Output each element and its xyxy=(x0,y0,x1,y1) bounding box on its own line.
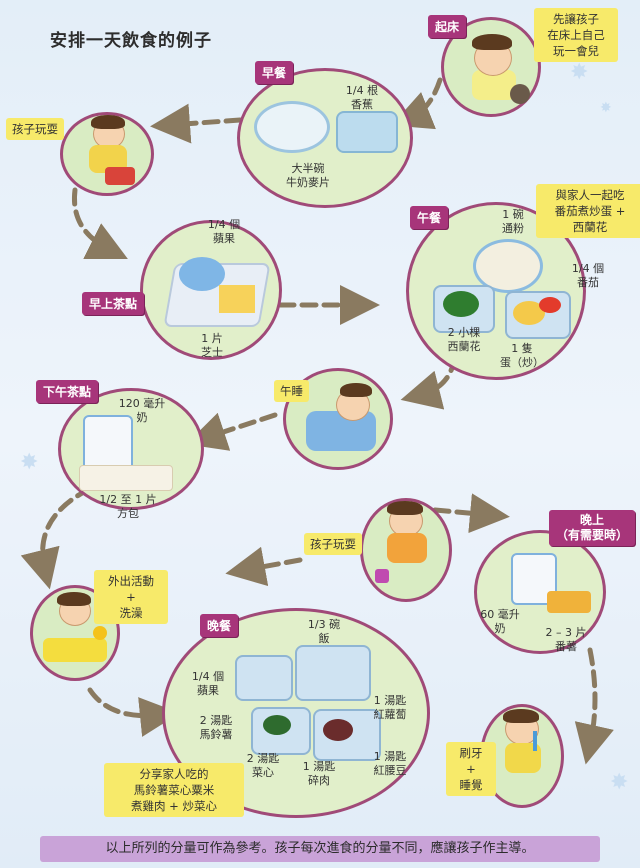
dinner-tag: 晚餐 xyxy=(200,614,239,637)
morning-snack-tag: 早上茶點 xyxy=(82,292,145,315)
child-hair xyxy=(503,709,539,723)
banana-plate xyxy=(336,111,398,153)
teddy-bear-icon xyxy=(510,84,530,104)
star-decoration: ✸ xyxy=(610,770,629,795)
rubber-duck-icon xyxy=(93,626,107,640)
bathtub-shape xyxy=(43,638,107,662)
footer-note: 以上所列的分量可作為參考。孩子每次進食的分量不同，應讓孩子作主導。 xyxy=(40,836,600,862)
bread-slice xyxy=(79,465,173,491)
bedtime-note: 刷牙 + 睡覺 xyxy=(446,742,496,796)
star-decoration: ✸ xyxy=(20,450,39,475)
banana-label: 1/4 根 香蕉 xyxy=(345,84,379,111)
child-hair xyxy=(472,34,512,50)
play-circle-2 xyxy=(360,498,452,602)
wake-up-note: 先讓孩子 在床上自己 玩一會兒 xyxy=(534,8,618,62)
lunch-note: 與家人一起吃 番茄煮炒蛋 + 西蘭花 xyxy=(536,184,640,238)
carrot-label: 1 湯匙 紅蘿蔔 xyxy=(373,694,407,721)
child-hair xyxy=(340,383,372,397)
toothbrush-icon xyxy=(533,731,537,751)
bread-label: 1/2 至 1 片 方包 xyxy=(99,493,157,520)
dinner-circle xyxy=(162,608,430,818)
milk-cup xyxy=(83,415,133,471)
minced-meat-label: 1 湯匙 碎肉 xyxy=(302,760,336,787)
page-title: 安排一天飲食的例子 xyxy=(50,31,212,51)
dinner-apple-label: 1/4 個 蘋果 xyxy=(191,670,225,697)
sweet-potato-label: 2 – 3 片 番薯 xyxy=(545,626,587,653)
child-hair xyxy=(91,115,125,129)
cereal-bowl xyxy=(254,101,330,153)
sweet-potato-slices xyxy=(547,591,591,613)
star-decoration: ✸ xyxy=(600,100,612,116)
blanket-shape xyxy=(306,411,376,451)
apple-bowl xyxy=(179,257,225,291)
kidney-bean-label: 1 湯匙 紅腰豆 xyxy=(373,750,407,777)
broccoli-label: 2 小棵 西蘭花 xyxy=(447,326,481,353)
outdoor-note: 外出活動 + 洗澡 xyxy=(94,570,168,624)
broccoli-icon xyxy=(443,291,479,317)
play-note-1: 孩子玩耍 xyxy=(6,118,64,140)
choy-sum-icon xyxy=(263,715,291,735)
morning-snack-circle xyxy=(140,220,282,360)
apple-plate xyxy=(235,655,293,701)
lunch-tag: 午餐 xyxy=(410,206,449,229)
wake-up-tag: 起床 xyxy=(428,15,467,38)
evening-snack-circle xyxy=(474,530,606,654)
tomato-label: 1/4 個 番茄 xyxy=(571,262,605,289)
dinner-note: 分享家人吃的 馬鈴薯菜心粟米 煮雞肉 + 炒菜心 xyxy=(104,763,244,817)
cheese-slice xyxy=(219,285,255,313)
choy-sum-label: 2 湯匙 菜心 xyxy=(246,752,280,779)
potato-label: 2 湯匙 馬鈴薯 xyxy=(199,714,233,741)
rice-label: 1/3 碗 飯 xyxy=(307,618,341,645)
milk-label-60: 60 毫升 奶 xyxy=(480,608,520,635)
egg-label: 1 隻 蛋（炒） xyxy=(500,342,544,369)
cereal-label: 大半碗 牛奶麥片 xyxy=(286,162,330,189)
toy-block-icon xyxy=(375,569,389,583)
evening-tag: 晚上 （有需要時） xyxy=(549,510,636,546)
child-hair xyxy=(57,592,91,606)
child-shirt xyxy=(387,533,427,563)
play-note-2: 孩子玩耍 xyxy=(304,533,362,555)
milk-label-120: 120 毫升 奶 xyxy=(118,397,166,424)
apple-label: 1/4 個 蘋果 xyxy=(207,218,241,245)
kidney-bean-icon xyxy=(323,719,353,741)
tomato-icon xyxy=(539,297,561,313)
pasta-label: 1 碗 通粉 xyxy=(502,208,524,235)
toy-car-icon xyxy=(105,167,135,185)
breakfast-circle xyxy=(237,68,413,208)
afternoon-snack-tag: 下午茶點 xyxy=(36,380,99,403)
breakfast-tag: 早餐 xyxy=(255,61,294,84)
cheese-label: 1 片 芝士 xyxy=(201,332,223,359)
afternoon-snack-circle xyxy=(58,388,204,510)
play-circle-1 xyxy=(60,112,154,196)
star-decoration: ✸ xyxy=(570,60,589,85)
child-hair xyxy=(387,501,423,515)
nap-circle xyxy=(283,368,393,470)
pasta-bowl xyxy=(473,239,543,293)
nap-note: 午睡 xyxy=(274,380,309,402)
rice-plate xyxy=(295,645,371,701)
